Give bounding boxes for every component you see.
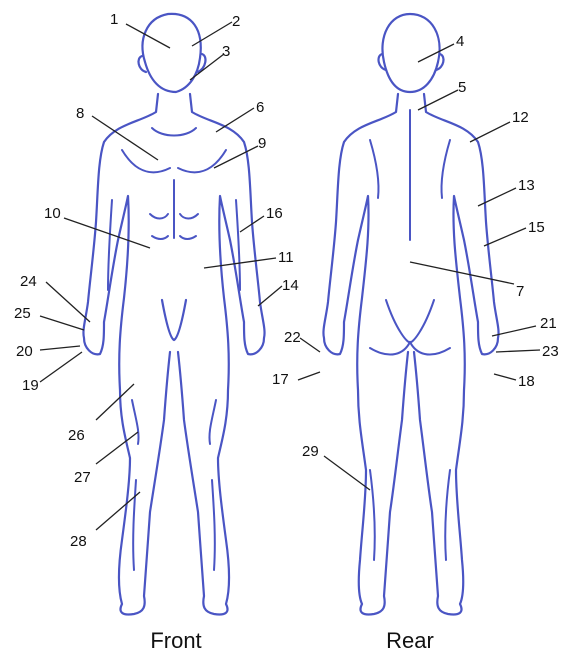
label-22: 22 [284,329,301,346]
label-3: 3 [222,43,230,60]
front-figure [83,14,264,615]
front-view-caption: Front [150,628,201,653]
label-23: 23 [542,343,559,360]
label-28: 28 [70,533,87,550]
label-20: 20 [16,343,33,360]
label-7: 7 [516,283,524,300]
label-9: 9 [258,135,266,152]
label-17: 17 [272,371,289,388]
rear-figure [323,14,498,615]
label-24: 24 [20,273,37,290]
label-21: 21 [540,315,557,332]
label-29: 29 [302,443,319,460]
label-12: 12 [512,109,529,126]
label-2: 2 [232,13,240,30]
label-8: 8 [76,105,84,122]
label-5: 5 [458,79,466,96]
leader-lines [40,22,540,530]
label-16: 16 [266,205,283,222]
label-10: 10 [44,205,61,222]
label-19: 19 [22,377,39,394]
label-11: 11 [278,249,294,266]
rear-view-caption: Rear [386,628,434,653]
label-27: 27 [74,469,91,486]
label-13: 13 [518,177,535,194]
label-6: 6 [256,99,264,116]
label-25: 25 [14,305,31,322]
label-14: 14 [282,277,299,294]
label-26: 26 [68,427,85,444]
label-1: 1 [110,11,118,28]
rear-number-labels: 4 5 7 12 13 15 17 18 21 22 23 29 [272,33,559,460]
label-18: 18 [518,373,535,390]
label-4: 4 [456,33,464,50]
label-15: 15 [528,219,545,236]
